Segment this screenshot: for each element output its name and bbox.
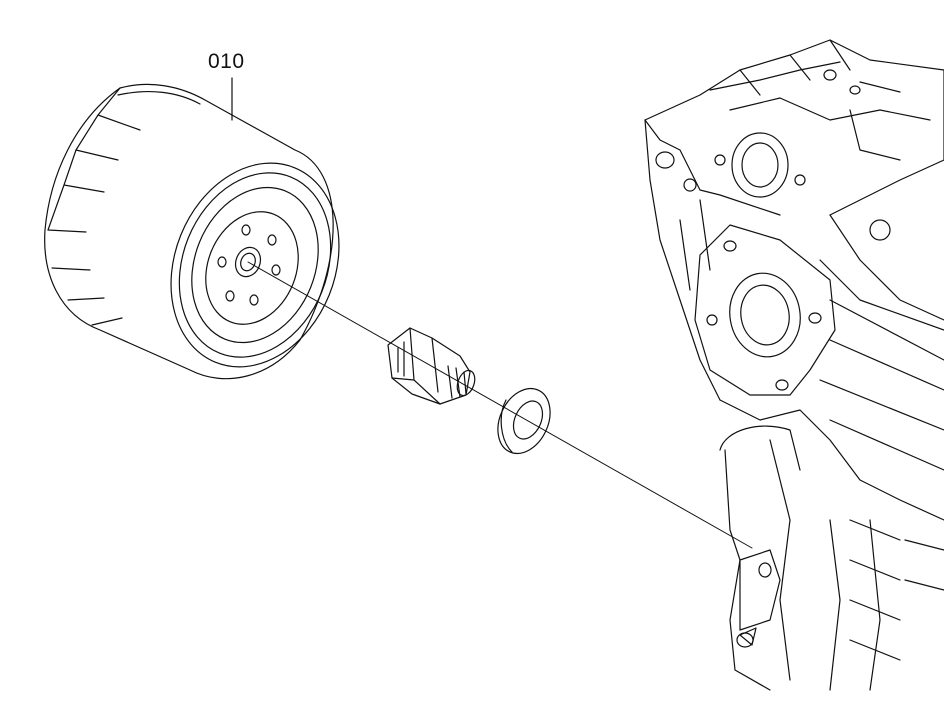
assembly-axis-line — [247, 261, 753, 549]
flange-bolt-2 — [808, 312, 822, 324]
filter-baseplate — [205, 211, 299, 325]
block-side-rails — [644, 119, 944, 471]
block-fins — [849, 519, 944, 661]
engine-block[interactable] — [644, 39, 944, 691]
block-top-bolt-3 — [794, 174, 806, 186]
nipple-threads — [397, 341, 467, 399]
filter-back-rim — [117, 90, 201, 105]
filter-hex-flats — [47, 87, 141, 326]
flange-bolt-4 — [706, 314, 718, 326]
block-lower-bolt-1 — [758, 562, 772, 578]
filter-mount-flange — [694, 224, 836, 396]
flange-bolt-3 — [775, 379, 789, 391]
flange-bolt-1 — [723, 240, 737, 252]
block-top-details — [709, 39, 931, 161]
block-top-bolt-6 — [869, 219, 891, 241]
nipple-end — [456, 369, 476, 397]
filter-center-hole — [234, 246, 262, 278]
washer-outer — [497, 387, 551, 455]
filter-front-rim-mid — [178, 172, 332, 358]
callout-label-010[interactable]: 010 — [208, 50, 245, 73]
oil-filter-cartridge[interactable] — [44, 77, 369, 392]
block-lower-boss — [739, 549, 781, 631]
block-top-outline — [644, 39, 944, 216]
filter-inlet-holes — [217, 224, 281, 306]
block-top-bolt-5 — [849, 85, 861, 95]
filter-front-rim-inner — [191, 186, 319, 344]
washer[interactable] — [488, 380, 560, 462]
filter-body-outline — [44, 83, 334, 380]
filter-front-rim-outer — [170, 162, 340, 368]
block-top-bolt-7 — [683, 178, 697, 192]
nipple-body — [387, 327, 471, 405]
block-lower-triangle — [739, 627, 757, 646]
block-top-boss-1-hole — [741, 142, 779, 188]
block-lower-skirt — [719, 399, 944, 691]
filter-mount-bore — [729, 272, 801, 358]
washer-edge — [500, 399, 513, 453]
filter-center-hole-inner — [240, 252, 256, 272]
filter-nipple[interactable] — [387, 327, 478, 405]
nipple-hex — [391, 327, 441, 405]
block-top-bolt-2 — [714, 154, 726, 166]
block-top-bolt-1 — [655, 151, 675, 169]
block-top-bolt-4 — [823, 69, 837, 81]
filter-mount-bore-inner — [740, 284, 790, 346]
block-lower-bolt-2 — [736, 632, 754, 648]
block-top-boss-1 — [731, 132, 789, 198]
